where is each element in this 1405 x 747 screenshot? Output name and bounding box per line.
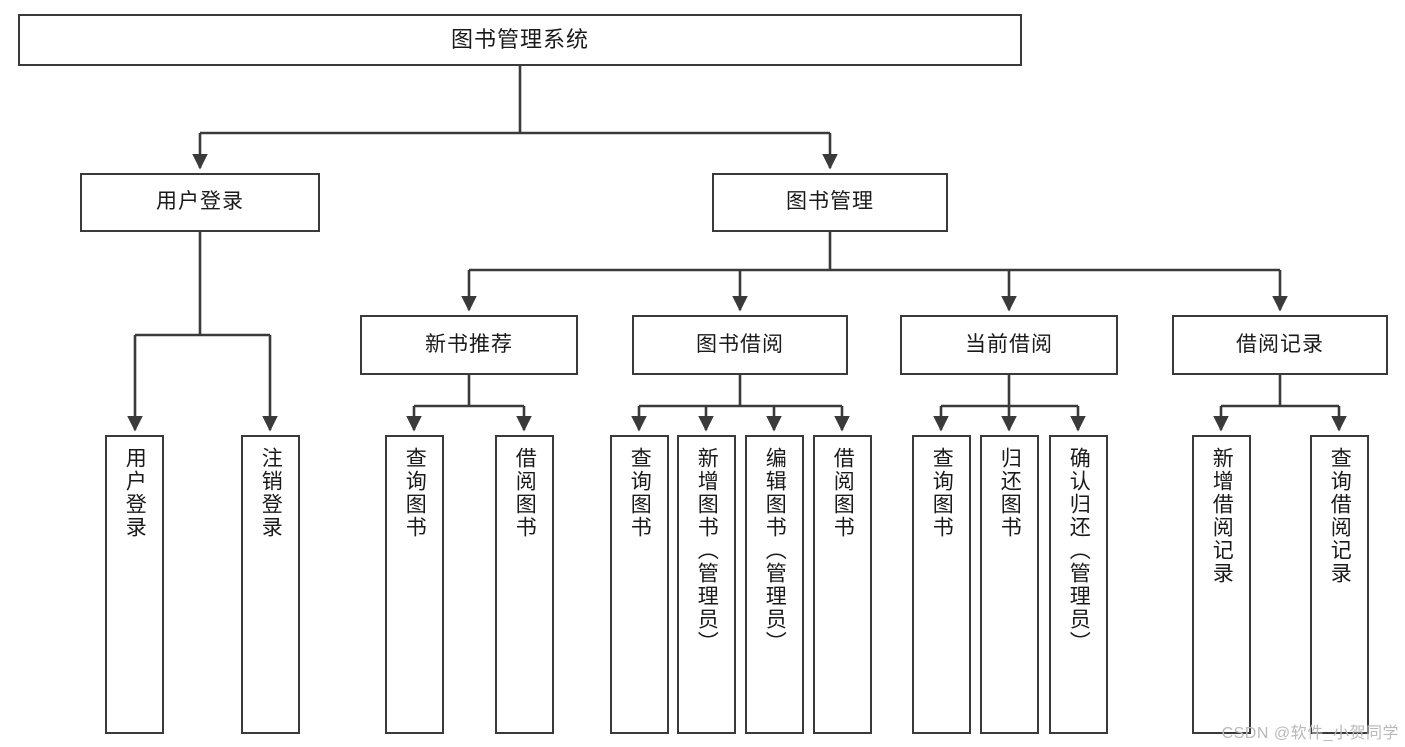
- node-label: 查询借阅记录: [1328, 447, 1352, 585]
- node-label: 注销登录: [259, 447, 283, 539]
- leaf-new-book-borrow[interactable]: 借阅图书: [495, 435, 554, 734]
- leaf-current-borrow-return[interactable]: 归还图书: [980, 435, 1039, 734]
- node-user-login[interactable]: 用户登录: [80, 173, 320, 232]
- node-label: 当前借阅: [965, 332, 1053, 356]
- leaf-borrow-record-add[interactable]: 新增借阅记录: [1192, 435, 1251, 734]
- node-label: 用户登录: [123, 447, 147, 539]
- node-root-system[interactable]: 图书管理系统: [18, 14, 1022, 66]
- node-label: 查询图书: [628, 447, 652, 539]
- node-borrow-record[interactable]: 借阅记录: [1172, 315, 1388, 375]
- node-current-borrow[interactable]: 当前借阅: [900, 315, 1118, 375]
- node-label: 图书借阅: [696, 332, 784, 356]
- node-label: 归还图书: [998, 447, 1022, 539]
- leaf-borrow-record-query[interactable]: 查询借阅记录: [1310, 435, 1369, 734]
- node-label: 确认归还（管理员）: [1067, 447, 1091, 654]
- node-book-management[interactable]: 图书管理: [712, 173, 948, 232]
- node-label: 新增图书（管理员）: [695, 447, 719, 654]
- leaf-new-book-query[interactable]: 查询图书: [385, 435, 444, 734]
- leaf-book-borrow-add[interactable]: 新增图书（管理员）: [677, 435, 736, 734]
- leaf-book-borrow-query[interactable]: 查询图书: [610, 435, 669, 734]
- node-new-book-recommend[interactable]: 新书推荐: [360, 315, 578, 375]
- node-label: 图书管理: [786, 190, 874, 214]
- node-book-borrow[interactable]: 图书借阅: [632, 315, 848, 375]
- node-label: 新书推荐: [425, 332, 513, 356]
- node-label: 查询图书: [930, 447, 954, 539]
- node-label: 借阅图书: [831, 447, 855, 539]
- leaf-user-login-logout[interactable]: 注销登录: [241, 435, 300, 734]
- leaf-current-borrow-query[interactable]: 查询图书: [912, 435, 971, 734]
- node-label: 图书管理系统: [450, 27, 589, 53]
- leaf-current-borrow-confirm-return[interactable]: 确认归还（管理员）: [1049, 435, 1108, 734]
- node-label: 查询图书: [403, 447, 427, 539]
- node-label: 新增借阅记录: [1210, 447, 1234, 585]
- node-label: 用户登录: [156, 190, 244, 214]
- leaf-book-borrow-edit[interactable]: 编辑图书（管理员）: [745, 435, 804, 734]
- node-label: 借阅图书: [513, 447, 537, 539]
- leaf-book-borrow-borrow[interactable]: 借阅图书: [813, 435, 872, 734]
- leaf-user-login-login[interactable]: 用户登录: [105, 435, 164, 734]
- node-label: 借阅记录: [1236, 332, 1324, 356]
- node-label: 编辑图书（管理员）: [763, 447, 787, 654]
